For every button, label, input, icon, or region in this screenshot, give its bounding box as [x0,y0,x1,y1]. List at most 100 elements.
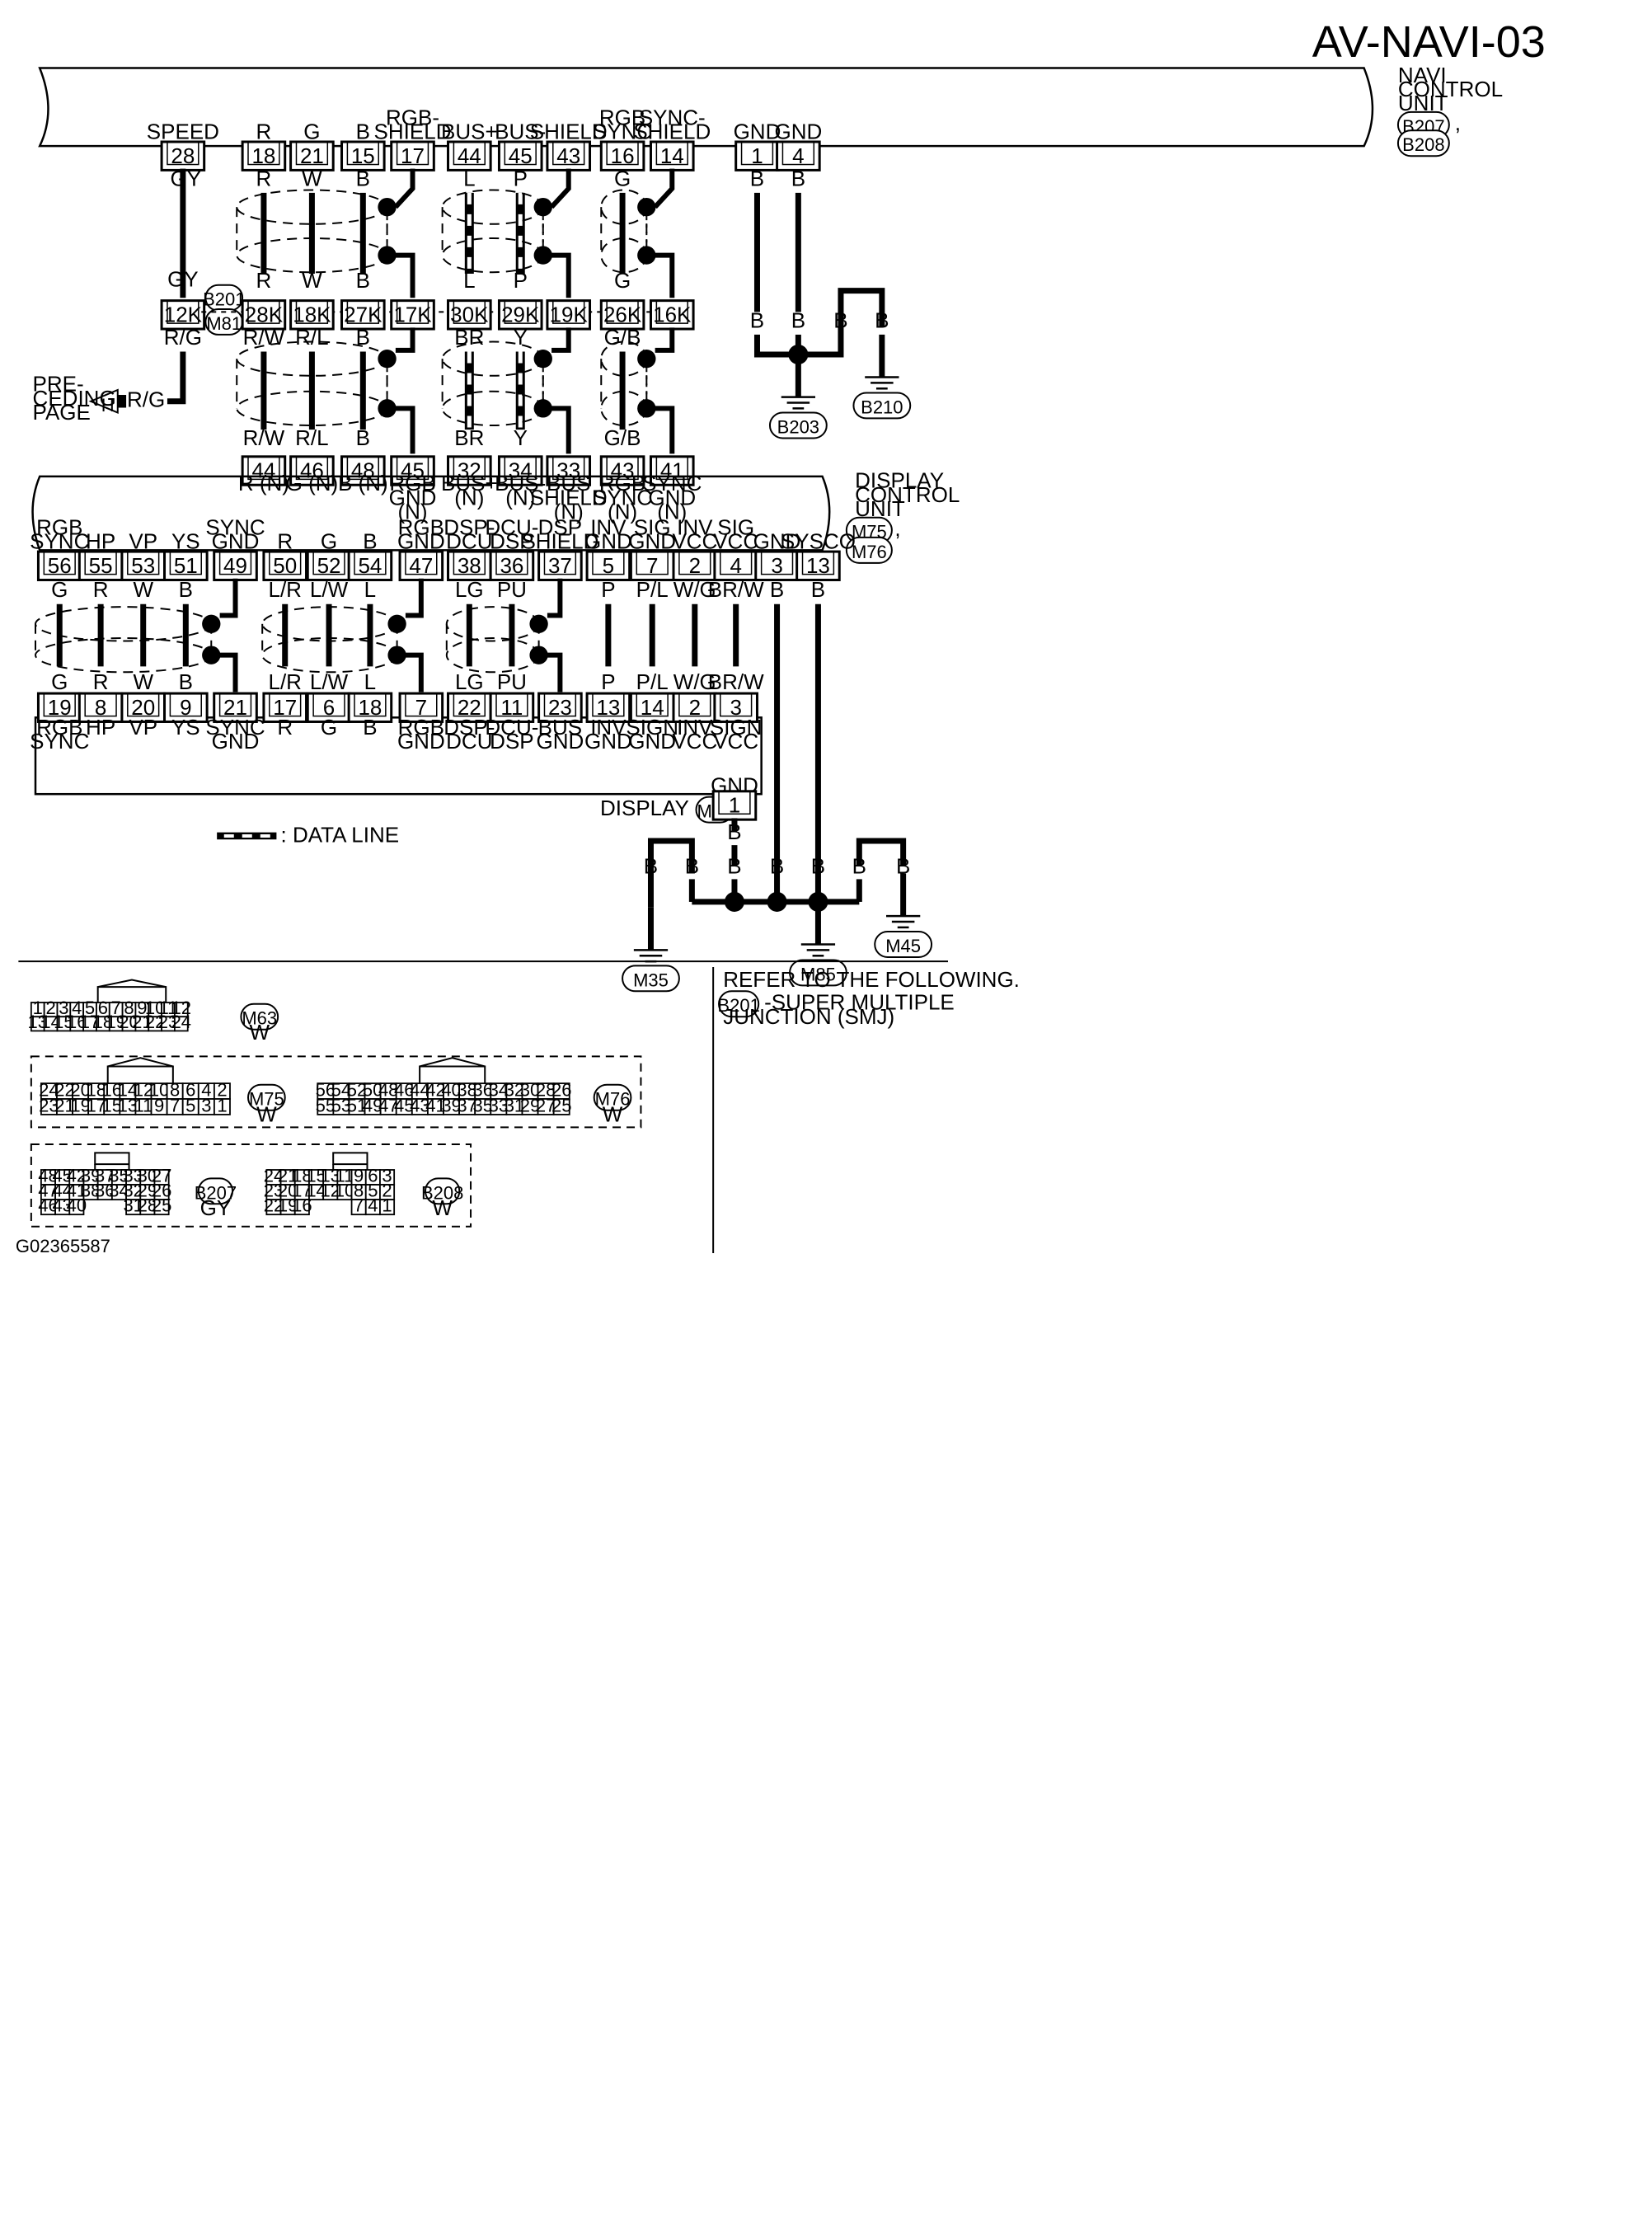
preceding-page-label: CEDING [33,386,116,411]
terminal-inner [43,551,76,575]
display-pin-label: GND [584,729,632,754]
pin-number: 36 [500,553,523,578]
display-label: DISPLAY [600,796,689,820]
navi-pin-label: SHIELD [530,120,608,144]
wire-color: BR/W [708,577,764,602]
pin-number: 1 [751,143,763,168]
pin-number: 18 [358,695,382,720]
navi-pin-label: R [256,120,272,144]
cavity-number: 6 [185,1080,195,1101]
wire-color: R [93,577,109,602]
navi-unit-label: CONTROL [1398,77,1503,101]
wire-color: R [93,669,109,694]
display-pin-label: VP [129,715,157,740]
shield-drain [405,652,424,693]
terminal-inner [453,693,486,717]
wire-color: B [356,425,370,450]
terminal-box [711,790,758,821]
ground-m45 [874,931,933,959]
splice-dot [767,891,787,912]
cavity-number: 1 [382,1195,392,1216]
connector-face-b207: 4845423937353330274744413836343229264643… [38,1166,171,1216]
dcu-terminal: 7 [629,550,675,581]
terminal-box [241,299,287,331]
junction-terminal: 12K [160,299,206,331]
refer-title: REFER TO THE FOLLOWING. [723,967,1020,992]
connector-color: W [256,1102,277,1127]
cavity-number: 9 [354,1166,364,1186]
cavity-number: 9 [154,1095,164,1115]
ground-b210 [852,392,912,420]
cavity-number: 24 [39,1080,59,1101]
cavity-number: 17 [86,1095,106,1115]
terminal-box [776,140,821,171]
shield-outline [600,237,648,274]
wire-color: R [256,166,272,190]
pin-number: 45 [509,143,533,168]
navi-conn-b208-text: B208 [1402,134,1444,155]
shield-drain [655,252,675,298]
pin-number: 33 [556,458,580,483]
dcu-terminal: 49 [213,550,258,581]
cavity-number: 6 [98,998,108,1018]
dcu-terminal: 44 [241,455,287,486]
pin-number: 8 [95,695,106,720]
terminal-inner [543,693,577,717]
display-terminal: 2 [672,692,718,723]
connector-b208-tag [425,1177,461,1205]
pin-number: 54 [358,553,382,578]
connector-latch [332,1152,368,1166]
connector-m75-tag-text: M75 [249,1089,284,1110]
connector-cavity [293,1199,310,1216]
junction-terminal: 26K [599,299,645,331]
pin-number: 26K [603,302,642,326]
terminal-inner [167,141,199,166]
cavity-number: 16 [292,1195,312,1216]
display-pin-label: HP [86,715,115,740]
terminal-inner [543,551,577,575]
cavity-number: 49 [363,1095,382,1115]
terminal-box [489,550,535,581]
cavity-number: 39 [441,1095,461,1115]
pin-number: 19 [48,695,72,720]
cavity-number: 45 [394,1095,414,1115]
cavity-number: 16 [102,1080,122,1101]
pin-number: 28 [171,143,195,168]
connector-m76-tag [593,1083,632,1111]
cavity-number: 11 [134,1095,153,1115]
terminal-inner [396,299,429,324]
cavity-number: 35 [473,1095,493,1115]
display-terminal: 14 [629,692,675,723]
connector-cavity [379,1199,396,1216]
navi-terminal: 43 [546,140,592,171]
display-pin-label: B [363,715,377,740]
display-terminal: 13 [585,692,631,723]
terminal-inner [592,693,625,717]
pin-number: 23 [548,695,572,720]
pin-number: 4 [792,143,804,168]
dcu-pin-label: DCU [446,529,492,554]
pin-number: 16 [611,143,635,168]
pin-number: 11 [500,695,523,720]
cavity-number: 27 [152,1166,171,1186]
dcu-pin-label: VP [129,529,157,554]
cavity-number: 50 [363,1080,382,1101]
display-pin-label: DSP- [444,715,495,740]
display-pin-label: INV [590,715,627,740]
cavity-number: 3 [382,1166,392,1186]
ground-wire [647,838,695,908]
navi-terminal: 14 [649,140,695,171]
terminal-inner [269,551,302,575]
wire-color: W/G [673,577,716,602]
pin-number: 29K [501,302,540,326]
ground-m45-text: M45 [885,936,921,956]
pin-number: 7 [646,553,658,578]
terminal-box [447,299,492,331]
refer-desc: JUNCTION (SMJ) [723,1004,894,1029]
connector-latch [107,1057,174,1068]
navi-control-unit-box [38,67,1374,148]
cavity-number: 23 [39,1095,59,1115]
cavity-number: 55 [316,1095,336,1115]
dcu-pin-label: B (N) [338,471,388,495]
